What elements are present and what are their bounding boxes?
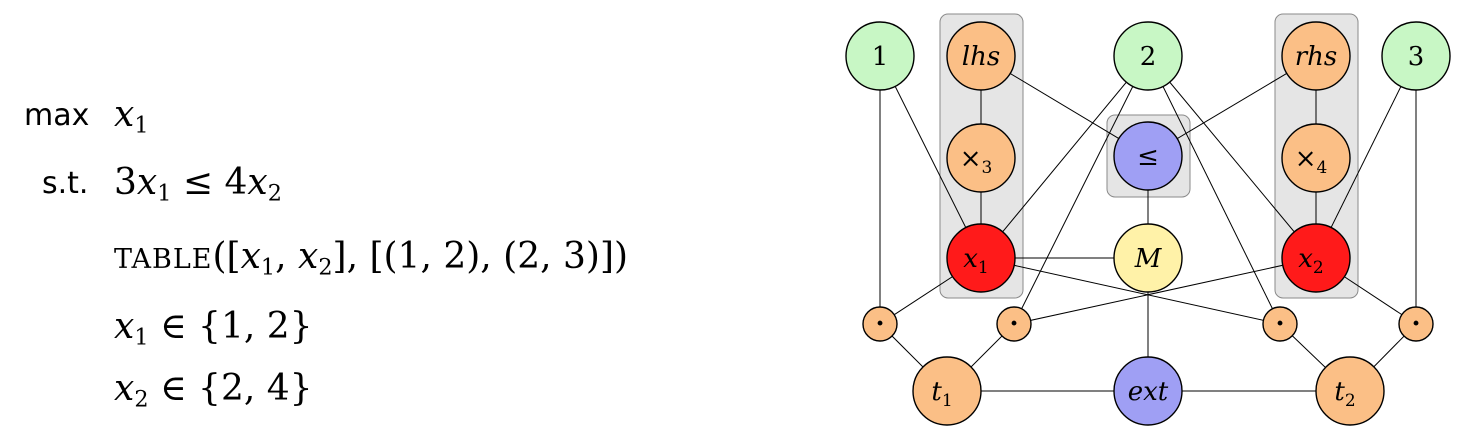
node-rhs-label: rhs: [1295, 42, 1338, 72]
node-ext-circle: [1113, 356, 1183, 426]
node-t2-label: t2: [1334, 377, 1355, 411]
objective-keyword: max: [24, 98, 90, 133]
node-d2-label: ·: [1009, 309, 1018, 339]
node-x1-circle: [946, 223, 1016, 293]
domain-x2: x2 ∈ {2, 4}: [114, 368, 313, 413]
node-n2: 2: [1113, 21, 1183, 91]
c1-var2: x: [247, 162, 268, 203]
node-n1-circle: [845, 21, 915, 91]
node-leq-circle: [1113, 121, 1183, 191]
node-n2-circle: [1113, 21, 1183, 91]
dom1-var: x: [114, 306, 135, 347]
node-mul3-label: ×3: [960, 144, 993, 178]
objective-sub: 1: [134, 112, 149, 139]
node-mul4: ×4: [1281, 123, 1351, 193]
c1-coef2: 4: [224, 162, 248, 203]
node-mul4-circle: [1281, 123, 1351, 193]
dom1-set: ∈ {1, 2}: [148, 306, 313, 347]
node-d2: ·: [996, 306, 1032, 342]
edge-x1-d3: [980, 257, 1281, 325]
edge-n2-d3: [1147, 55, 1281, 325]
node-lhs-label: lhs: [962, 42, 1000, 72]
node-mul4-label: ×4: [1295, 144, 1328, 178]
node-t1: t1: [912, 356, 982, 426]
node-lhs-circle: [946, 21, 1016, 91]
table-open: ([: [212, 236, 241, 277]
node-n3-circle: [1381, 21, 1451, 91]
node-d3-label: ·: [1275, 309, 1284, 339]
c1-sub1: 1: [157, 180, 172, 207]
node-d1-circle: [862, 306, 898, 342]
node-d1: ·: [862, 306, 898, 342]
node-x1: x1: [946, 223, 1016, 293]
node-ext: ext: [1113, 356, 1183, 426]
node-x2-label: x2: [1298, 244, 1324, 278]
constraint-table: TABLE([x1, x2], [(1, 2), (2, 3)]): [114, 236, 628, 281]
table-sep: ,: [275, 236, 299, 277]
edge-n2-x1: [980, 55, 1149, 259]
node-d4-circle: [1398, 306, 1434, 342]
c1-var1: x: [136, 162, 158, 203]
subject-to-keyword: s.t.: [42, 166, 89, 201]
node-n2-label: 2: [1140, 42, 1157, 72]
edge-n2-d2: [1013, 55, 1149, 325]
node-n1-label: 1: [872, 42, 889, 72]
node-d3: ·: [1262, 306, 1298, 342]
c1-coef1: 3: [114, 162, 137, 203]
node-n3-label: 3: [1408, 42, 1425, 72]
node-n1: 1: [845, 21, 915, 91]
node-M-circle: [1113, 223, 1183, 293]
dom2-sub: 2: [134, 386, 149, 413]
c1-operator: ≤: [171, 162, 225, 203]
dom2-set: ∈ {2, 4}: [148, 368, 313, 409]
node-d1-label: ·: [875, 309, 884, 339]
objective-expression: x1: [114, 94, 149, 139]
node-t2-circle: [1315, 356, 1385, 426]
table-sub1: 1: [260, 254, 276, 281]
objective-var: x: [114, 94, 135, 135]
node-M: M: [1113, 223, 1183, 293]
node-n3: 3: [1381, 21, 1451, 91]
node-x2-circle: [1281, 223, 1351, 293]
table-rest: ], [(1, 2), (2, 3)]): [332, 236, 629, 277]
dom2-var: x: [114, 368, 135, 409]
node-ext-label: ext: [1128, 377, 1169, 407]
table-sub2: 2: [318, 254, 333, 281]
node-t2: t2: [1315, 356, 1385, 426]
edge-x2-d2: [1013, 257, 1317, 325]
node-M-label: M: [1134, 244, 1163, 274]
node-leq-label: ≤: [1137, 142, 1159, 172]
node-t1-label: t1: [931, 377, 952, 411]
node-mul3-circle: [946, 123, 1016, 193]
node-d3-circle: [1262, 306, 1298, 342]
c1-sub2: 2: [267, 180, 282, 207]
node-d2-circle: [996, 306, 1032, 342]
node-d4: ·: [1398, 306, 1434, 342]
table-keyword: TABLE: [114, 244, 213, 275]
node-leq: ≤: [1113, 121, 1183, 191]
node-lhs: lhs: [946, 21, 1016, 91]
node-mul3: ×3: [946, 123, 1016, 193]
constraint-inequality: 3x1 ≤ 4x2: [114, 162, 282, 207]
node-d4-label: ·: [1411, 309, 1420, 339]
edge-n2-x2: [1147, 55, 1317, 259]
edge-n1-x1: [879, 55, 982, 259]
node-x1-label: x1: [963, 244, 989, 278]
dom1-sub: 1: [134, 324, 149, 351]
node-rhs-circle: [1281, 21, 1351, 91]
domain-x1: x1 ∈ {1, 2}: [114, 306, 313, 351]
table-var2: x: [298, 236, 319, 277]
table-var1: x: [240, 236, 261, 277]
node-t1-circle: [912, 356, 982, 426]
node-rhs: rhs: [1281, 21, 1351, 91]
node-x2: x2: [1281, 223, 1351, 293]
edge-n3-x2: [1315, 55, 1417, 259]
